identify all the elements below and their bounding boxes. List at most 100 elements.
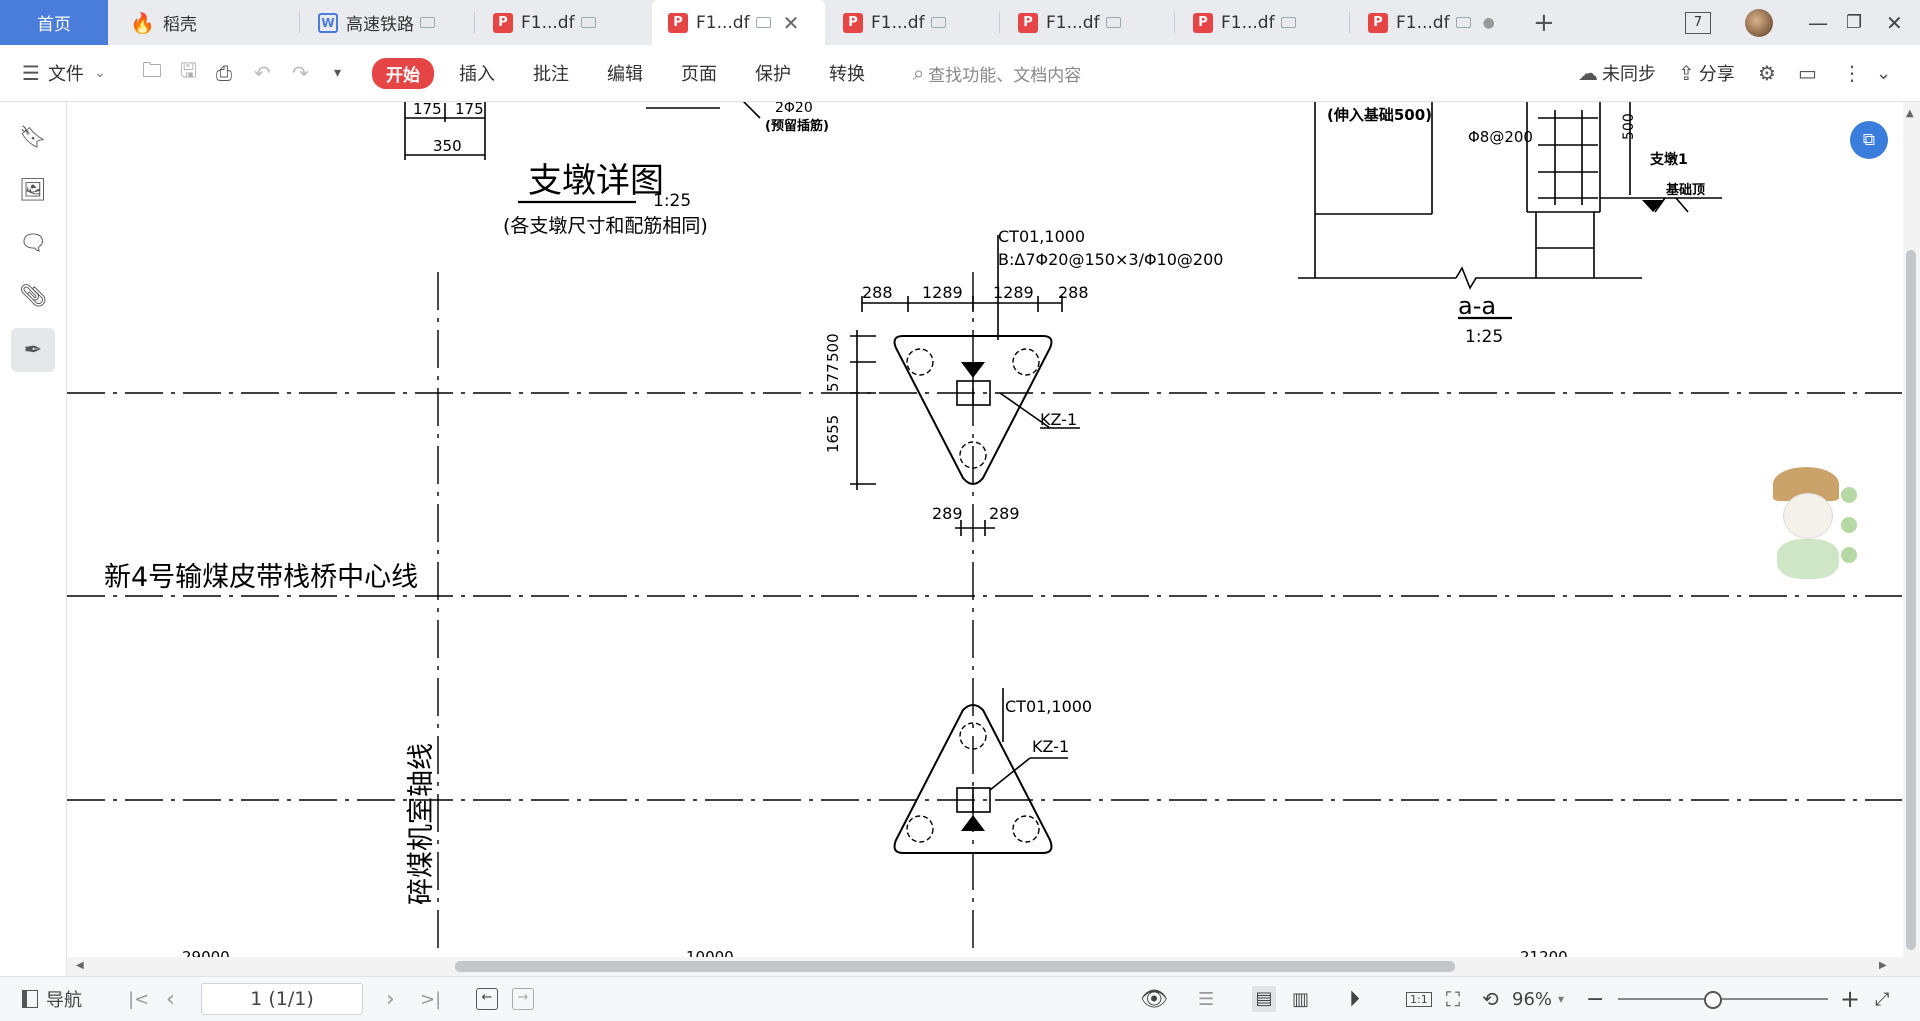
- collapse-ribbon-icon[interactable]: ⌄: [1876, 62, 1892, 84]
- zoom-slider[interactable]: [1618, 977, 1828, 1021]
- docer-icon: 🔥: [130, 10, 155, 35]
- share-button[interactable]: ⇪ 分享: [1678, 61, 1735, 85]
- detail-scale: 1:25: [653, 191, 691, 211]
- minimize-icon[interactable]: —: [1808, 10, 1828, 35]
- axis-label: 碎煤机室轴线: [406, 743, 437, 905]
- horizontal-scroll-thumb[interactable]: [455, 961, 1455, 972]
- image-icon[interactable]: 🖼︎: [19, 177, 47, 203]
- close-tab-icon[interactable]: ✕: [782, 10, 800, 35]
- scroll-right-icon[interactable]: ▶: [1879, 960, 1887, 971]
- avatar[interactable]: [1745, 0, 1777, 45]
- navigation-toggle[interactable]: 导航: [22, 977, 82, 1021]
- ribbon-toolbar: ☰ 文件 ⌄ 🗀 🖫 ⎙ ↶ ↷ ▾ 开始 插入 批注 编辑 页面 保护 转换 …: [0, 45, 1920, 102]
- dim-top-288-left: 288: [862, 283, 893, 302]
- open-folder-icon[interactable]: 🗀: [142, 58, 162, 82]
- save-icon[interactable]: 🖫: [180, 58, 198, 82]
- pdf-icon: P: [1193, 12, 1213, 33]
- close-window-icon[interactable]: ✕: [1886, 10, 1903, 35]
- anchor-note: (伸入基础500): [1327, 106, 1432, 124]
- section-scale: 1:25: [1465, 327, 1503, 347]
- vertical-scrollbar[interactable]: ▲: [1903, 102, 1920, 976]
- dim-350: 350: [433, 137, 462, 155]
- window-count-badge[interactable]: 7: [1685, 0, 1715, 45]
- share-icon: ⇪: [1678, 61, 1695, 85]
- double-page-icon[interactable]: ▥: [1292, 988, 1310, 1010]
- last-page-icon[interactable]: >|: [420, 988, 442, 1010]
- actual-size-icon[interactable]: 1:1: [1406, 977, 1432, 1021]
- monitor-icon: [1280, 17, 1296, 28]
- chevron-down-icon: ⌄: [93, 65, 106, 81]
- zoom-dropdown-icon: ▾: [1558, 992, 1565, 1006]
- file-menu[interactable]: ☰ 文件 ⌄: [22, 61, 106, 85]
- quick-access-dropdown-icon[interactable]: ▾: [334, 65, 342, 81]
- fullscreen-icon[interactable]: ⤢: [1875, 988, 1890, 1010]
- eye-protection-icon[interactable]: 👁︎: [1140, 986, 1168, 1012]
- monitor-icon: [580, 17, 596, 28]
- forward-icon[interactable]: →: [512, 977, 534, 1021]
- zoom-in-icon[interactable]: +: [1840, 985, 1861, 1013]
- settings-gear-icon[interactable]: ⚙: [1758, 61, 1776, 85]
- zoom-out-icon[interactable]: −: [1586, 986, 1605, 1012]
- redo-icon[interactable]: ↷: [292, 61, 309, 85]
- vertical-scroll-thumb[interactable]: [1906, 250, 1916, 950]
- comment-panel-icon[interactable]: 🗨︎: [19, 230, 47, 256]
- tab-insert[interactable]: 插入: [459, 64, 495, 85]
- cloud-icon: ☁: [1578, 61, 1598, 85]
- rotate-icon[interactable]: ⟲: [1482, 987, 1499, 1011]
- continuous-scroll-icon[interactable]: ☰: [1198, 988, 1215, 1010]
- pdf-icon: P: [1368, 12, 1388, 33]
- tab-protect[interactable]: 保护: [755, 64, 791, 85]
- monitor-icon: [930, 17, 946, 28]
- back-icon[interactable]: ←: [476, 977, 498, 1021]
- embed-note: (预留插筋): [765, 118, 829, 134]
- attachment-icon[interactable]: 📎︎: [19, 283, 47, 309]
- pdf-icon: P: [493, 12, 513, 33]
- floating-translate-button[interactable]: ⧉: [1850, 121, 1888, 159]
- zoom-slider-handle[interactable]: [1704, 991, 1722, 1009]
- tab-page[interactable]: 页面: [681, 64, 717, 85]
- tab-start[interactable]: 开始: [372, 45, 434, 101]
- prev-page-icon[interactable]: ‹: [166, 986, 175, 1012]
- pdf-icon: P: [843, 12, 863, 33]
- comment-icon[interactable]: ▭: [1798, 61, 1817, 85]
- page-number-field[interactable]: 1 (1/1): [201, 977, 363, 1021]
- new-tab-plus-icon[interactable]: +: [1533, 7, 1555, 38]
- scroll-left-icon[interactable]: ◀: [76, 960, 84, 971]
- detail-subtitle: (各支墩尺寸和配筋相同): [503, 215, 708, 237]
- restore-icon[interactable]: ❐: [1846, 12, 1863, 33]
- tab-home[interactable]: 首页: [0, 0, 108, 45]
- tab-edit[interactable]: 编辑: [607, 64, 643, 85]
- undo-icon[interactable]: ↶: [254, 61, 271, 85]
- zoom-level[interactable]: 96% ▾: [1512, 988, 1565, 1010]
- print-icon[interactable]: ⎙: [216, 61, 232, 85]
- dim-bottom-289-right: 289: [989, 504, 1020, 523]
- more-options-icon[interactable]: ⋮: [1842, 61, 1862, 85]
- sync-status[interactable]: ☁ 未同步: [1578, 61, 1656, 85]
- play-slideshow-icon[interactable]: ⏵: [1349, 986, 1361, 1012]
- fit-page-icon[interactable]: ⛶: [1446, 987, 1460, 1011]
- word-doc-icon: W: [318, 12, 338, 33]
- single-page-icon[interactable]: ▤: [1252, 977, 1276, 1021]
- bookmark-icon[interactable]: 🔖︎: [19, 124, 47, 150]
- scroll-up-icon[interactable]: ▲: [1906, 108, 1914, 119]
- tab-convert[interactable]: 转换: [829, 64, 865, 85]
- next-page-icon[interactable]: ›: [386, 986, 395, 1012]
- center-line-label: 新4号输煤皮带栈桥中心线: [104, 562, 418, 593]
- tab-docer[interactable]: 🔥稻壳: [108, 0, 300, 45]
- search-box[interactable]: ⌕ 查找功能、文档内容: [913, 61, 1082, 86]
- tab-annotate[interactable]: 批注: [533, 64, 569, 85]
- first-page-icon[interactable]: |<: [128, 988, 150, 1010]
- pdf-icon: P: [668, 12, 688, 33]
- ct-label-2: CT01,1000: [1005, 697, 1092, 716]
- signature-pen-icon[interactable]: ✒︎: [11, 328, 55, 372]
- horizontal-scrollbar[interactable]: ◀ ▶: [67, 957, 1903, 976]
- document-canvas[interactable]: 175 175 350 2Φ20 (预留插筋) 支墩详图 1:25 (各支墩尺寸…: [67, 102, 1902, 957]
